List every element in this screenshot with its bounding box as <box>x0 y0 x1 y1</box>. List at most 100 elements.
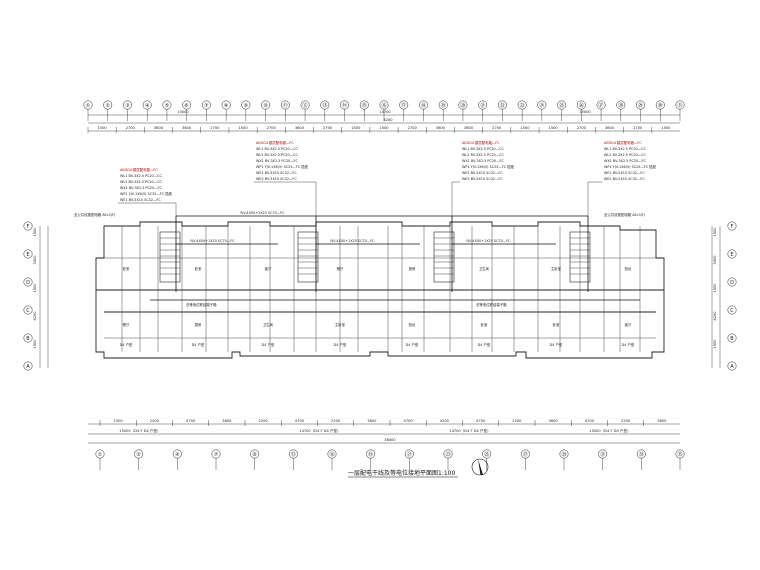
axis-bubble <box>359 100 369 110</box>
equipotential-label-2: 总等电位联结端子箱 <box>476 302 507 307</box>
span-dim: 1500 <box>351 126 361 130</box>
axis-label: ㉗ <box>523 451 528 458</box>
axis-bubble <box>675 100 685 110</box>
callout3-note-1: WL1 BV-3X2.5 PC20—CC <box>462 147 504 151</box>
riser-label-1: YJV-4X50+1X25 SC70—FC <box>190 239 235 243</box>
room-label: 餐厅 <box>337 266 344 271</box>
axis-label: ⑤ <box>165 103 169 109</box>
axis-bubble <box>142 100 152 110</box>
side-dim: 1500 <box>713 283 717 293</box>
axis-label: ㉙ <box>561 451 566 458</box>
axis-label: ⑯ <box>329 451 334 458</box>
drawing-title: 一层配电干线及等电位接地平面图1:100 <box>348 469 455 477</box>
axis-label: ⑩ <box>252 452 257 458</box>
axis-bubble <box>23 277 33 287</box>
axis-label: ① <box>98 452 103 458</box>
axis-bubble <box>211 449 221 459</box>
room-label: 主卧室 <box>335 322 346 327</box>
span-dim: 1500 <box>379 126 389 130</box>
span-dim: 2700 <box>210 126 220 130</box>
axis-label: ㉓ <box>520 102 525 109</box>
axis-bubble <box>288 449 298 459</box>
span-dim: 3600 <box>295 126 305 130</box>
bottom-total-1: 15000（D4 F D4 户型） <box>119 428 160 433</box>
axis-bubble <box>123 100 132 110</box>
axis-label: ㉓ <box>445 451 450 458</box>
bottom-total-2: 14700（D4 F D4 户型） <box>299 428 340 433</box>
axis-bubble <box>727 333 737 343</box>
span-dim: 1500 <box>238 126 248 130</box>
side-dim: 1500 <box>713 227 717 237</box>
axis-bubble <box>241 100 251 110</box>
room-label: 餐厅 <box>123 322 130 327</box>
axis-bubble <box>23 305 33 315</box>
callout1-note-5: WE1 BV-5X10 SC32—FC <box>120 198 161 202</box>
axis-bubble <box>443 449 453 459</box>
span-dim: 4700 <box>585 419 595 423</box>
drawing-title-block: 一层配电干线及等电位接地平面图1:100 <box>348 458 489 478</box>
axis-label: ㉑ <box>480 102 485 109</box>
axis-bubble <box>399 100 409 110</box>
axis-bubble <box>520 449 530 459</box>
axis-bubble <box>675 449 685 459</box>
span-dim: 1500 <box>520 126 530 130</box>
axis-bubble <box>103 100 113 110</box>
callout-group-4: AEDG4 楼层配电箱—FC WL1 BV-3X2.5 PC20—CC WL2 … <box>587 140 657 216</box>
axis-bubble <box>655 100 665 110</box>
callout4-note-4: WP1 YJV-1X6(5) SC25—FC 插座 <box>604 164 657 169</box>
room-label: 卧室 <box>195 266 202 271</box>
callout3-note-6: WE2 BV-5X10 SC32—FC <box>462 177 503 181</box>
axis-label: ⑥ <box>184 103 189 109</box>
axis-bubble <box>261 100 271 110</box>
span-dim: 2700 <box>577 126 587 130</box>
axis-label: E <box>26 252 29 258</box>
axis-bubble <box>95 449 105 459</box>
axis-label: C <box>26 308 30 314</box>
room-label: 厨房 <box>195 322 202 327</box>
callout1-note-3: WX1 BV-3X2.5 PC20—FC <box>120 186 162 190</box>
side-dim: 1900 <box>713 339 717 349</box>
axis-label: A <box>26 364 30 370</box>
panel-label-1: AEDG4 楼层配电箱—FC <box>120 167 158 172</box>
panel-callouts: AEDG4 楼层配电箱—FC WL1 BV-3X2.5 PC20—CC WL2 … <box>118 140 657 216</box>
side-dim: 4200 <box>33 311 37 321</box>
span-dim: 1500 <box>549 126 559 130</box>
panel-label-4: AEDG4 楼层配电箱—FC <box>604 140 642 145</box>
axis-label: ㉝ <box>639 451 644 458</box>
top-total-2: 14700 <box>379 110 391 114</box>
axis-bubble <box>727 221 737 231</box>
axis-bubble <box>458 100 468 110</box>
room-partitions <box>121 226 641 352</box>
axis-bubble <box>598 449 608 459</box>
axis-bubble <box>478 100 488 110</box>
north-arrow-icon <box>471 458 489 476</box>
equipotential-label-1: 总等电位联结端子箱 <box>186 302 217 307</box>
callout1-note-1: WL1 BV-3X2.5 PC20—CC <box>120 174 162 178</box>
axis-label: ㉚ <box>658 102 663 109</box>
callout-group-2: AEDG4 楼层配电箱—FC WL1 BV-3X2.5 PC20—CC WL2 … <box>254 140 317 216</box>
axis-bubble <box>366 449 376 459</box>
axis-label: ⑦ <box>214 452 219 458</box>
axis-label: ④ <box>175 452 180 458</box>
axis-bubble <box>616 100 626 110</box>
callout2-note-5: WE1 BV-5X10 SC32—FC <box>256 171 297 175</box>
top-total-3: 15000 <box>579 110 591 114</box>
axis-label: ⑲ <box>441 102 446 109</box>
axis-bubble <box>636 100 645 110</box>
callout1-note-2: WL2 BV-3X2.5 PC20—CC <box>120 180 162 184</box>
axis-label: ⑭ <box>342 102 347 109</box>
callout1-note-4: WP1 YJV-1X6(5) SC25—FC 插座 <box>120 191 173 196</box>
axis-bubble <box>727 249 737 259</box>
axis-bubble <box>201 100 211 110</box>
stair-core <box>159 231 181 283</box>
callout3-note-3: WX1 BV-3X2.5 PC20—FC <box>462 159 504 163</box>
axis-label: B <box>730 336 734 342</box>
axis-label: ⑦ <box>204 103 209 109</box>
axis-label: ㉖ <box>579 102 584 109</box>
axis-bubble <box>320 100 330 110</box>
axis-bubble <box>596 100 606 110</box>
axis-bubble <box>340 100 349 110</box>
